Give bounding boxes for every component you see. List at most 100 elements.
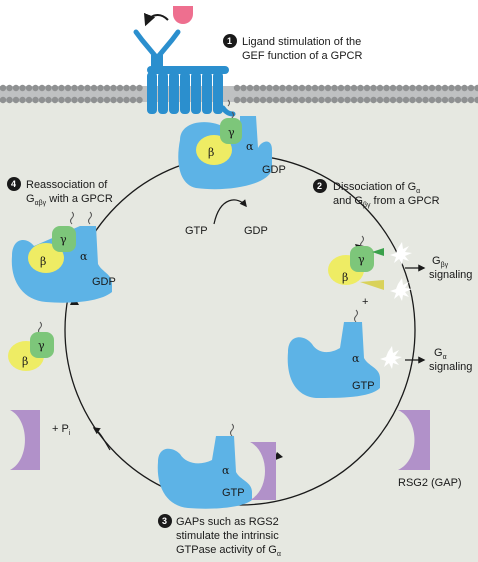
lipid-head (19, 84, 26, 92)
lipid-head (116, 84, 124, 92)
lipid-head (51, 96, 59, 104)
step1-line1: Ligand stimulation of the (242, 36, 361, 48)
lipid-head (415, 84, 423, 92)
lipid-head (324, 96, 332, 104)
gtp-label-2: GTP (352, 380, 375, 392)
lipid-head (298, 84, 306, 92)
lipid-head (363, 84, 371, 92)
g-beta-gamma-active: γ β Gβγ signaling + (328, 235, 472, 308)
gdp-label-1: GDP (262, 164, 286, 176)
lipid-head (58, 84, 65, 92)
gamma-label-2: γ (358, 253, 365, 266)
step2-line1-sub: α (416, 188, 420, 195)
lipid-head (363, 96, 371, 104)
lipid-head (272, 84, 280, 92)
lipid-head (97, 96, 104, 104)
lipid-head (259, 84, 267, 92)
lipid-head (370, 84, 377, 92)
lipid-head (240, 96, 247, 104)
lipid-head (337, 96, 345, 104)
lipid-head (240, 84, 247, 92)
step3-line2: stimulate the intrinsic (176, 530, 279, 542)
lipid-head (32, 84, 39, 92)
lipid-head (435, 84, 442, 92)
lipid-head (402, 96, 410, 104)
lipid-head (32, 96, 39, 104)
step3-line1: GAPs such as RGS2 (176, 516, 279, 528)
lipid-head (77, 96, 85, 104)
lipid-head (110, 96, 117, 104)
lipid-head (90, 96, 98, 104)
step2-line2a: and G (333, 195, 363, 207)
gamma-label-4: γ (60, 233, 67, 246)
step4-line1: Reassociation of (26, 179, 108, 191)
lipid-head (441, 96, 449, 104)
lipid-head (19, 96, 26, 104)
ga-signal-text: signaling (429, 361, 472, 373)
lipid-head (285, 84, 293, 92)
lipid-head (357, 96, 364, 104)
lipid-head (123, 96, 130, 104)
lipid-head (136, 96, 143, 104)
step3-annotation: 3 GAPs such as RGS2 stimulate the intrin… (158, 514, 281, 558)
beta-label-1: β (208, 146, 214, 159)
step4-annotation: 4 Reassociation of Gαβγ with a GPCR (7, 177, 113, 207)
lipid-head (376, 84, 384, 92)
gdp-label-4: GDP (92, 276, 116, 288)
lipid-head (129, 96, 137, 104)
lipid-head (461, 96, 468, 104)
svg-text:and Gβγ from a GPCR: and Gβγ from a GPCR (333, 195, 440, 209)
step4-line2a: G (26, 193, 35, 205)
plasma-membrane (0, 84, 478, 104)
lipid-head (6, 96, 13, 104)
exchange-gdp-label: GDP (244, 225, 268, 237)
lipid-head (38, 84, 46, 92)
lipid-head (370, 96, 377, 104)
lipid-head (389, 96, 397, 104)
svg-text:GTPase activity of Gα: GTPase activity of Gα (176, 544, 281, 558)
lipid-head (331, 96, 338, 104)
lipid-head (318, 84, 325, 92)
lipid-head (344, 96, 351, 104)
rgs2-label: RSG2 (GAP) (398, 477, 462, 489)
gby-signal-sub: βγ (441, 262, 449, 269)
lipid-head (84, 96, 91, 104)
lipid-head (116, 96, 124, 104)
lipid-head (266, 84, 273, 92)
lipid-head (279, 96, 286, 104)
lipid-head (441, 84, 449, 92)
lipid-head (409, 84, 416, 92)
g-alpha-gtp-active: α GTP Gα signaling (287, 309, 472, 398)
svg-text:Dissociation of Gα: Dissociation of Gα (333, 181, 420, 195)
alpha-label-2: α (352, 352, 360, 365)
lipid-head (58, 96, 65, 104)
lipid-head (45, 84, 52, 92)
lipid-head (376, 96, 384, 104)
lipid-head (266, 96, 273, 104)
lipid-head (90, 84, 98, 92)
lipid-head (25, 84, 33, 92)
lipid-head (396, 96, 403, 104)
lipid-head (344, 84, 351, 92)
lipid-head (422, 96, 429, 104)
lipid-head (38, 96, 46, 104)
lipid-head (350, 84, 358, 92)
lipid-head (409, 96, 416, 104)
gtp-label-3: GTP (222, 487, 245, 499)
lipid-head (435, 96, 442, 104)
svg-text:Gαβγ with a GPCR: Gαβγ with a GPCR (26, 193, 113, 207)
lipid-head (415, 96, 423, 104)
gpcr-receptor (133, 29, 236, 117)
lipid-head (389, 84, 397, 92)
lipid-head (71, 84, 78, 92)
alpha-label-1: α (246, 140, 254, 153)
step4-line2-sub: αβγ (35, 200, 47, 207)
svg-text:+ Pi: + Pi (52, 423, 71, 437)
lipid-head (136, 84, 143, 92)
beta-label-5: β (22, 355, 28, 368)
step2-number: 2 (317, 181, 322, 191)
plus-sign: + (362, 296, 368, 308)
pi-sub: i (69, 430, 71, 437)
lipid-head (428, 84, 436, 92)
